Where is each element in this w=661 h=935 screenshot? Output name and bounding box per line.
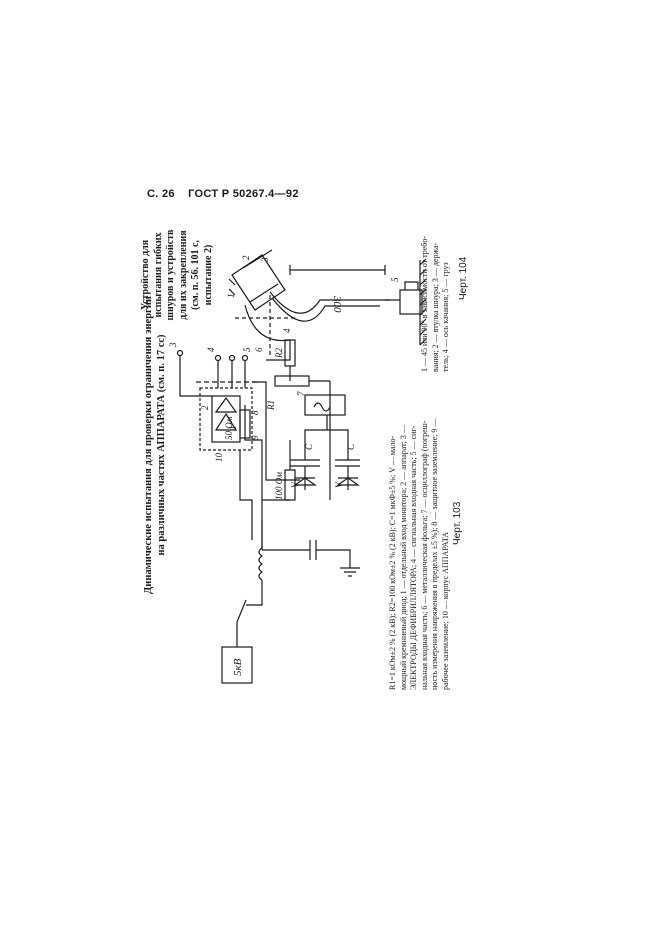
standard-number: ГОСТ Р 50267.4—92 (188, 188, 299, 200)
label-r2: R2 (274, 348, 284, 359)
label-7: 7 (296, 391, 306, 396)
label-1: 1 (226, 294, 236, 299)
switch (236, 599, 247, 647)
weight (399, 289, 423, 315)
cord-bushing (242, 249, 279, 303)
label-2: 2 (200, 405, 210, 410)
label-10: 10 (214, 453, 224, 463)
label-v: V (290, 481, 300, 488)
label-8: 8 (250, 410, 260, 415)
cord-holder (231, 254, 286, 311)
dimension-line (289, 265, 386, 275)
label-6: 6 (254, 347, 264, 352)
label-4: 4 (206, 347, 216, 352)
label-v: V (334, 481, 344, 488)
label-5: 5 (242, 347, 252, 352)
oscilloscope (304, 394, 346, 416)
label-r1: R1 (266, 400, 276, 411)
amplifier (214, 396, 238, 413)
label-50ohm: 50 Ом (224, 416, 234, 440)
label-4: 4 (282, 328, 292, 333)
label-100ohm: 100 Ом (274, 472, 284, 500)
label-3: 3 (168, 342, 178, 348)
inductor (258, 535, 264, 581)
diode-v (336, 477, 360, 486)
page-number: С. 26 (147, 188, 175, 200)
flexible-cord (269, 291, 390, 314)
label-1: 1 (228, 426, 238, 431)
label-9: 9 (250, 435, 260, 440)
swing-arc (244, 304, 291, 342)
label-c: C (304, 443, 314, 450)
label-5: 5 (390, 277, 400, 282)
apparatus-block (199, 387, 253, 451)
amplifier (214, 412, 238, 431)
label-3: 3 (260, 257, 270, 263)
page-header: С. 26 ГОСТ Р 50267.4—92 (147, 188, 309, 200)
label-5kv: 5кВ (232, 658, 244, 676)
ground-symbol (340, 567, 360, 577)
diode-v (293, 477, 317, 486)
label-2: 2 (241, 255, 251, 260)
label-c: C (346, 443, 356, 450)
label-300: 300 (331, 295, 343, 313)
